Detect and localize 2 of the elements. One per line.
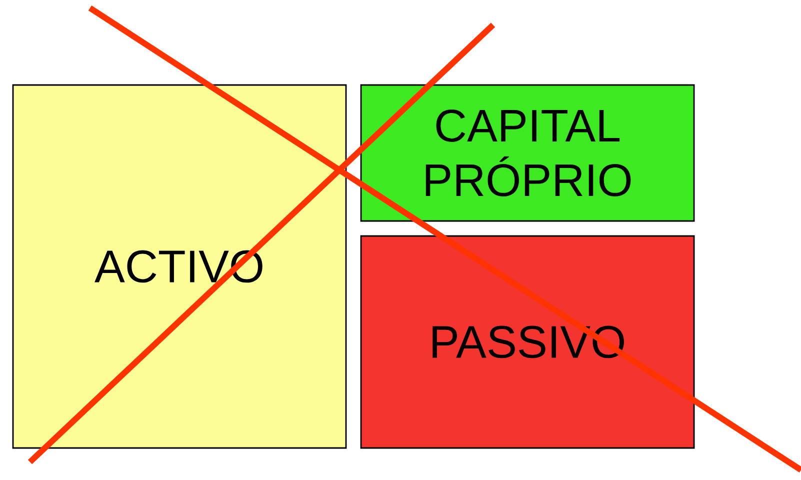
account-box: CAPITAL PRÓPRIO	[360, 84, 695, 222]
account-box: PASSIVO	[360, 235, 695, 449]
